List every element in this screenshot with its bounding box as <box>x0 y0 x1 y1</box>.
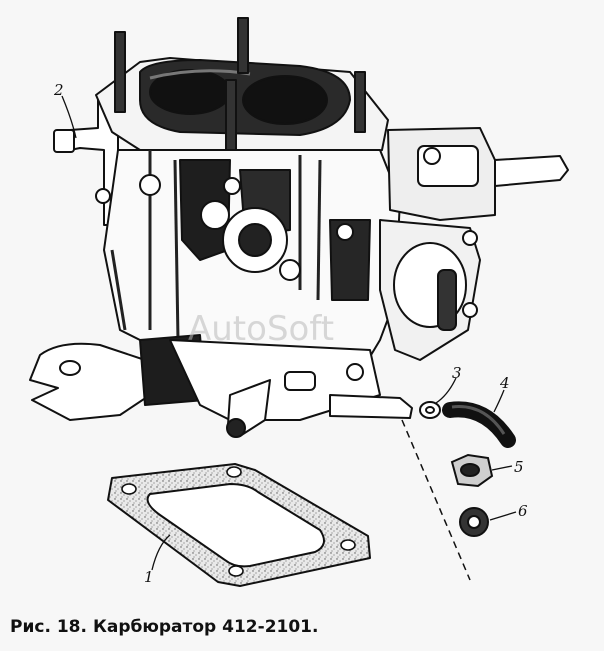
gasket-part <box>107 463 371 587</box>
lock-washer-part <box>459 507 489 537</box>
assembly-axis-line <box>401 419 471 581</box>
callout-3: 3 <box>452 364 462 382</box>
leader-lines <box>61 95 517 571</box>
callout-4: 4 <box>499 374 510 392</box>
carburetor-illustration: AutoSoft 2 1 3 4 5 6 <box>29 17 569 587</box>
callout-5: 5 <box>514 458 524 476</box>
hose-clamp-part <box>419 401 441 419</box>
caption-title: Карбюратор 412-2101. <box>92 617 319 637</box>
watermark: AutoSoft <box>188 309 334 349</box>
callout-1: 1 <box>144 568 154 586</box>
figure-caption: Рис. 18.Карбюратор 412-2101. <box>10 617 324 637</box>
callout-6: 6 <box>518 502 528 520</box>
caption-prefix: Рис. 18. <box>10 617 87 637</box>
fuel-hose-part <box>442 401 516 448</box>
nut-part <box>450 453 494 488</box>
carburetor-body <box>29 17 569 438</box>
callout-2: 2 <box>53 81 64 99</box>
